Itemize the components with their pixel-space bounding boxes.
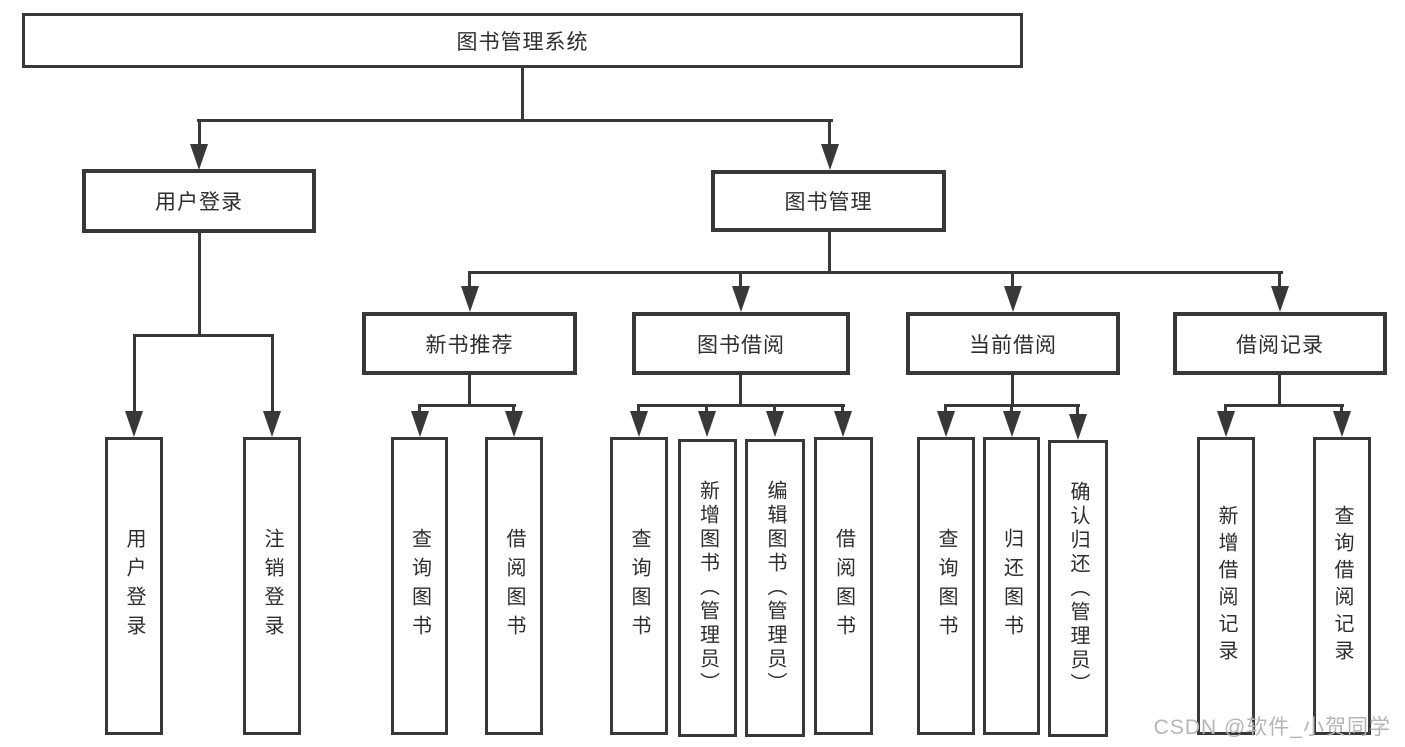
connector-leaf-stub bbox=[1224, 404, 1227, 414]
leaf-bb-add-label: 新增图书（管理员） bbox=[696, 480, 719, 696]
connector-group-rail bbox=[419, 404, 516, 407]
connector-group-rail bbox=[1225, 404, 1344, 407]
leaf-bb-query-label: 查询图书 bbox=[628, 528, 650, 644]
node-borrow-records: 借阅记录 bbox=[1173, 312, 1387, 375]
leaf-bb-borrow: 借阅图书 bbox=[814, 437, 873, 735]
connector-leaf-stub bbox=[773, 404, 776, 414]
leaf-cb-return-label: 归还图书 bbox=[1000, 528, 1023, 644]
leaf-user-login: 用户登录 bbox=[105, 437, 163, 735]
node-current-borrow-label: 当前借阅 bbox=[969, 333, 1057, 357]
leaf-bb-query: 查询图书 bbox=[610, 437, 668, 735]
arrow-down-icon bbox=[1004, 286, 1022, 312]
node-book-borrow-label: 图书借阅 bbox=[697, 333, 785, 357]
connector-group-stem bbox=[1011, 375, 1014, 406]
arrow-down-icon bbox=[937, 411, 955, 437]
connector-group-stem bbox=[1278, 375, 1281, 406]
connector-user-login-stub bbox=[198, 119, 201, 147]
node-root-label: 图书管理系统 bbox=[456, 30, 589, 54]
arrow-down-icon bbox=[1333, 411, 1351, 437]
arrow-down-icon bbox=[461, 286, 479, 312]
node-borrow-records-label: 借阅记录 bbox=[1236, 333, 1324, 357]
connector-group-stem bbox=[468, 375, 471, 406]
arrow-down-icon bbox=[505, 411, 523, 437]
node-book-mgmt: 图书管理 bbox=[711, 170, 946, 232]
connector-leaf-stub bbox=[271, 334, 274, 412]
leaf-br-add: 新增借阅记录 bbox=[1197, 437, 1255, 735]
leaf-nb-borrow-label: 借阅图书 bbox=[503, 528, 525, 644]
arrow-down-icon bbox=[263, 411, 281, 437]
leaf-cb-query-label: 查询图书 bbox=[935, 528, 957, 644]
leaf-bb-add: 新增图书（管理员） bbox=[678, 439, 737, 737]
leaf-cb-query: 查询图书 bbox=[917, 437, 975, 735]
node-current-borrow: 当前借阅 bbox=[906, 312, 1120, 375]
arrow-down-icon bbox=[630, 411, 648, 437]
connector-leaf-stub bbox=[1010, 404, 1013, 414]
arrow-down-icon bbox=[190, 144, 208, 170]
arrow-down-icon bbox=[698, 411, 716, 437]
leaf-bb-borrow-label: 借阅图书 bbox=[832, 528, 855, 644]
connector-leaf-stub bbox=[705, 404, 708, 414]
leaf-br-add-label: 新增借阅记录 bbox=[1215, 505, 1237, 667]
leaf-nb-query-label: 查询图书 bbox=[408, 528, 431, 644]
arrow-down-icon bbox=[125, 411, 143, 437]
leaf-user-login-label: 用户登录 bbox=[123, 528, 145, 644]
leaf-br-query: 查询借阅记录 bbox=[1313, 437, 1371, 735]
leaf-logout: 注销登录 bbox=[243, 437, 301, 735]
connector-leaf-stub bbox=[512, 404, 515, 414]
arrow-down-icon bbox=[1069, 414, 1087, 440]
connector-l3-stub bbox=[1011, 271, 1014, 289]
connector-l3-stub bbox=[739, 271, 742, 289]
node-new-book-rec: 新书推荐 bbox=[362, 312, 577, 375]
connector-leaf-stub bbox=[1076, 404, 1079, 414]
connector-level1-rail bbox=[197, 119, 833, 122]
connector-leaf-stub bbox=[637, 404, 640, 414]
connector-root-stem bbox=[521, 68, 524, 120]
connector-leaf-stub bbox=[944, 404, 947, 414]
leaf-cb-confirm: 确认归还（管理员） bbox=[1048, 440, 1108, 737]
leaf-nb-borrow: 借阅图书 bbox=[485, 437, 543, 735]
leaf-nb-query: 查询图书 bbox=[391, 437, 448, 735]
connector-leaf-stub bbox=[418, 404, 421, 414]
connector-l3-stub bbox=[1278, 271, 1281, 289]
node-user-login-label: 用户登录 bbox=[155, 191, 243, 214]
leaf-bb-edit-label: 编辑图书（管理员） bbox=[764, 480, 786, 696]
connector-leaf-stub bbox=[1340, 404, 1343, 414]
connector-leaf-stub bbox=[841, 404, 844, 414]
connector-user-login-rail bbox=[133, 334, 274, 337]
leaf-logout-label: 注销登录 bbox=[261, 528, 283, 644]
node-user-login: 用户登录 bbox=[82, 169, 316, 233]
node-root: 图书管理系统 bbox=[22, 13, 1023, 68]
arrow-down-icon bbox=[411, 411, 429, 437]
connector-leaf-stub bbox=[133, 334, 136, 412]
leaf-bb-edit: 编辑图书（管理员） bbox=[745, 439, 805, 737]
arrow-down-icon bbox=[766, 411, 784, 437]
connector-group-stem bbox=[739, 375, 742, 406]
connector-level3-rail bbox=[469, 271, 1283, 274]
csdn-watermark: CSDN @软件_小贺同学 bbox=[1153, 716, 1391, 739]
arrow-down-icon bbox=[732, 286, 750, 312]
connector-group-rail bbox=[638, 404, 845, 407]
node-book-borrow: 图书借阅 bbox=[632, 312, 850, 375]
connector-user-login-stem bbox=[198, 233, 201, 336]
connector-book-mgmt-stem bbox=[828, 232, 831, 273]
arrow-down-icon bbox=[1271, 286, 1289, 312]
arrow-down-icon bbox=[834, 411, 852, 437]
leaf-cb-return: 归还图书 bbox=[983, 437, 1040, 735]
connector-book-mgmt-stub bbox=[828, 119, 831, 147]
arrow-down-icon bbox=[1003, 411, 1021, 437]
arrow-down-icon bbox=[1217, 411, 1235, 437]
node-book-mgmt-label: 图书管理 bbox=[784, 191, 873, 214]
node-new-book-rec-label: 新书推荐 bbox=[425, 333, 514, 357]
connector-l3-stub bbox=[468, 271, 471, 289]
leaf-br-query-label: 查询借阅记录 bbox=[1331, 505, 1353, 667]
arrow-down-icon bbox=[821, 144, 839, 170]
leaf-cb-confirm-label: 确认归还（管理员） bbox=[1067, 480, 1089, 697]
